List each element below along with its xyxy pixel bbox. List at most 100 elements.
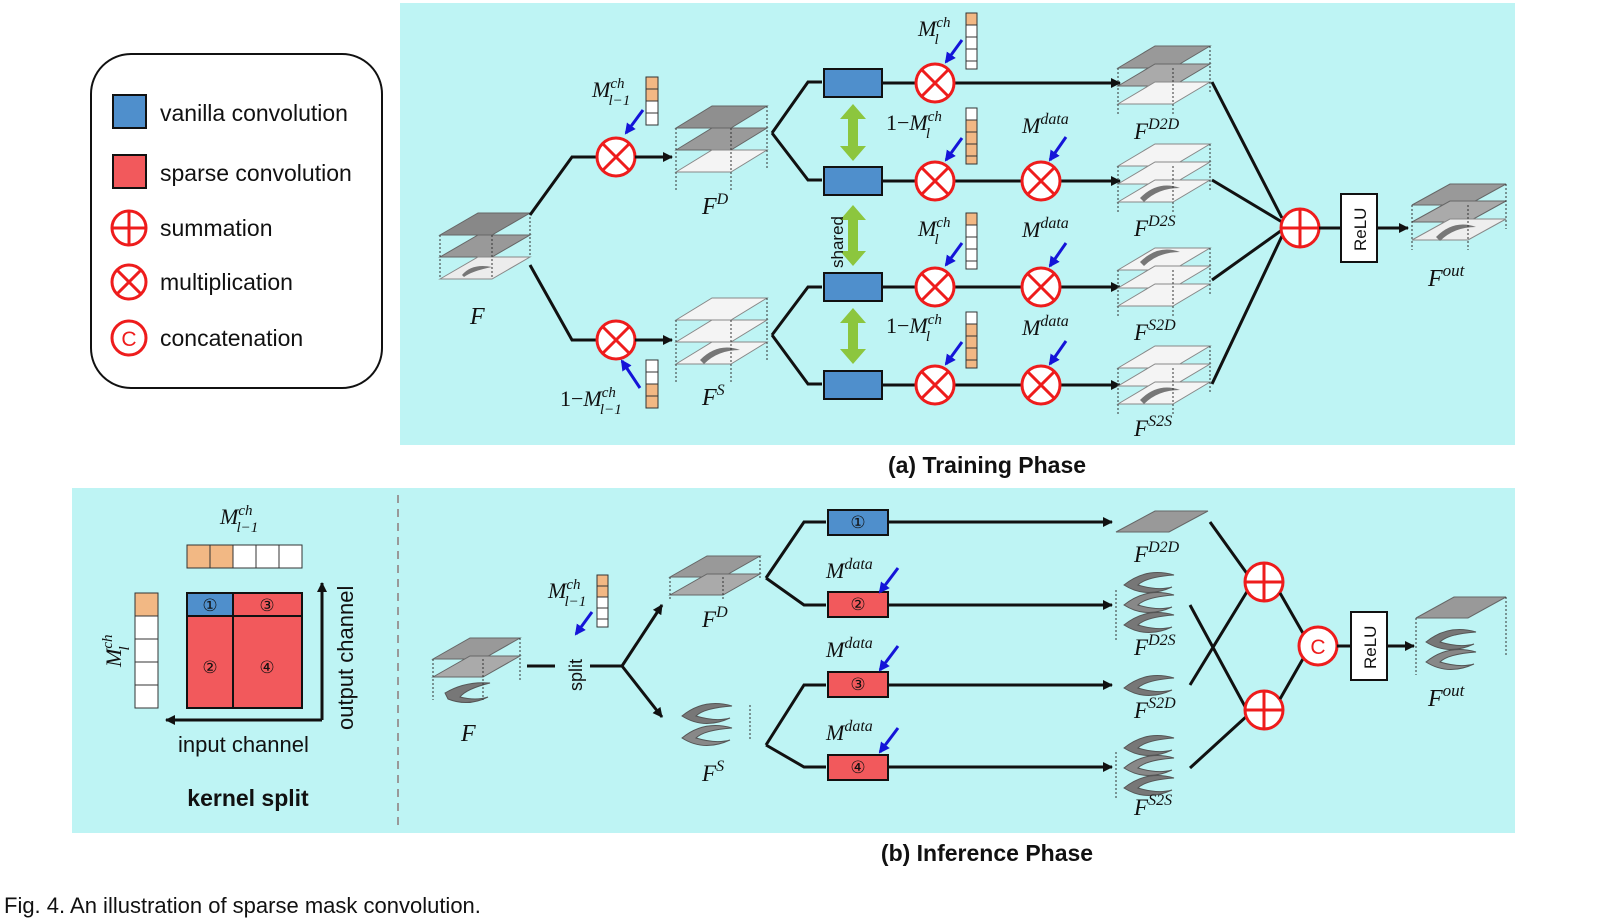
kernel-num-2: ②: [202, 658, 217, 677]
concatenation-icon: C: [110, 319, 148, 357]
multiply-icon-row2: [914, 160, 956, 202]
training-phase-title: (a) Training Phase: [888, 452, 1086, 478]
training-rows: [882, 78, 1121, 390]
mdata-inf-4-label: Mdata: [825, 718, 873, 745]
summation-icon: [110, 209, 148, 247]
mdata-row4-label: Mdata: [1021, 313, 1069, 340]
F-feature-stack: [438, 212, 532, 280]
summation-icon-inference-top: [1243, 561, 1285, 603]
kernel-split-label: kernel split: [187, 785, 309, 811]
Fout-feature-stack-training: [1411, 183, 1507, 250]
multiply-icon-row4: [914, 364, 956, 406]
mask-vector-prev-bottom: [645, 359, 659, 409]
mdata-row2-label: Mdata: [1021, 111, 1069, 138]
mask-vector-l-row4: [965, 311, 978, 369]
FD2S-feature-inference: [1115, 572, 1175, 640]
inference-conv-3: [827, 671, 889, 698]
FD2S-label-inference: FD2S: [1133, 632, 1176, 660]
svg-text:C: C: [1310, 636, 1325, 659]
legend-sparse-label: sparse convolution: [160, 160, 352, 186]
mask-vector-prev-inference: [596, 574, 609, 628]
inference-conv-2: [827, 591, 889, 618]
svg-text:③: ③: [850, 675, 865, 694]
legend: vanilla convolution sparse convolution s…: [90, 53, 383, 389]
legend-summation-label: summation: [160, 215, 272, 241]
svg-text:C: C: [121, 328, 136, 351]
shared-weights-arrows: [840, 104, 866, 364]
FD-feature-stack: [674, 105, 769, 192]
concatenation-icon-inference: C: [1297, 625, 1339, 667]
mask-vector-l-row2: [965, 107, 978, 165]
legend-concatenation-label: concatenation: [160, 325, 303, 351]
legend-vanilla-label: vanilla convolution: [160, 100, 348, 126]
training-panel: [400, 3, 1515, 445]
vanilla-conv-swatch: [112, 94, 147, 129]
Fout-feature-inference: [1415, 596, 1507, 675]
FD2D-feature-inference: [1115, 510, 1209, 533]
inference-panel: [72, 488, 1515, 833]
FS2D-feature-stack: [1116, 247, 1212, 316]
relu-box-inference: [1350, 611, 1388, 681]
kernel-num-1: ①: [202, 596, 217, 615]
legend-multiplication-label: multiplication: [160, 269, 293, 295]
multiply-icon-top: [595, 136, 637, 178]
summation-icon-inference-bottom: [1243, 689, 1285, 731]
mask-vector-l-row1: [965, 12, 978, 70]
FD2D-feature-stack: [1116, 45, 1212, 114]
FS2D-feature-inference: [1123, 675, 1175, 696]
multiply-icon-data-row4: [1020, 364, 1062, 406]
input-channel-label: input channel: [178, 732, 309, 757]
FD-feature-stack-inference: [668, 555, 762, 600]
mdata-inf-2-label: Mdata: [825, 556, 873, 583]
FD2S-feature-stack: [1116, 143, 1212, 212]
kernel-num-3: ③: [259, 596, 274, 615]
mask-vector-l-row3: [965, 212, 978, 270]
multiplication-icon: [110, 263, 148, 301]
kernel-block-4: [232, 615, 303, 709]
multiply-icon-bottom: [595, 319, 637, 361]
relu-box-training: [1340, 193, 1378, 263]
FS2S-feature-stack: [1116, 345, 1212, 414]
kernel-mask-vertical: [134, 592, 159, 709]
mdata-inf-3-label: Mdata: [825, 635, 873, 662]
multiply-icon-row1: [914, 62, 956, 104]
split-label: split: [566, 659, 586, 691]
figure-caption: Fig. 4. An illustration of sparse mask c…: [4, 893, 481, 918]
vanilla-conv-3: [823, 272, 883, 302]
FS2S-feature-inference: [1115, 735, 1175, 800]
kernel-mask-horizontal: [186, 544, 303, 569]
F-label-inference: F: [460, 721, 476, 747]
relu-label-training: ReLU: [1351, 208, 1370, 251]
kernel-num-4: ④: [259, 658, 274, 677]
mask-vector-prev-top: [645, 76, 659, 126]
vanilla-conv-1: [823, 68, 883, 98]
FS-feature-stack-inference: [681, 703, 751, 746]
F-label: F: [469, 304, 485, 330]
FD-label: FD: [701, 191, 729, 220]
svg-text:②: ②: [850, 595, 865, 614]
sparse-conv-swatch: [112, 154, 147, 189]
multiply-icon-row3: [914, 266, 956, 308]
mdata-row3-label: Mdata: [1021, 215, 1069, 242]
multiply-icon-data-row3: [1020, 266, 1062, 308]
vanilla-conv-2: [823, 166, 883, 196]
vanilla-conv-4: [823, 370, 883, 400]
shared-label: shared: [828, 216, 847, 268]
kernel-block-2: [186, 615, 234, 709]
inference-phase-title: (b) Inference Phase: [881, 840, 1093, 866]
FS2S-label-inference: FS2S: [1133, 792, 1172, 820]
multiply-icon-data-row2: [1020, 160, 1062, 202]
F-feature-stack-inference: [431, 637, 522, 703]
